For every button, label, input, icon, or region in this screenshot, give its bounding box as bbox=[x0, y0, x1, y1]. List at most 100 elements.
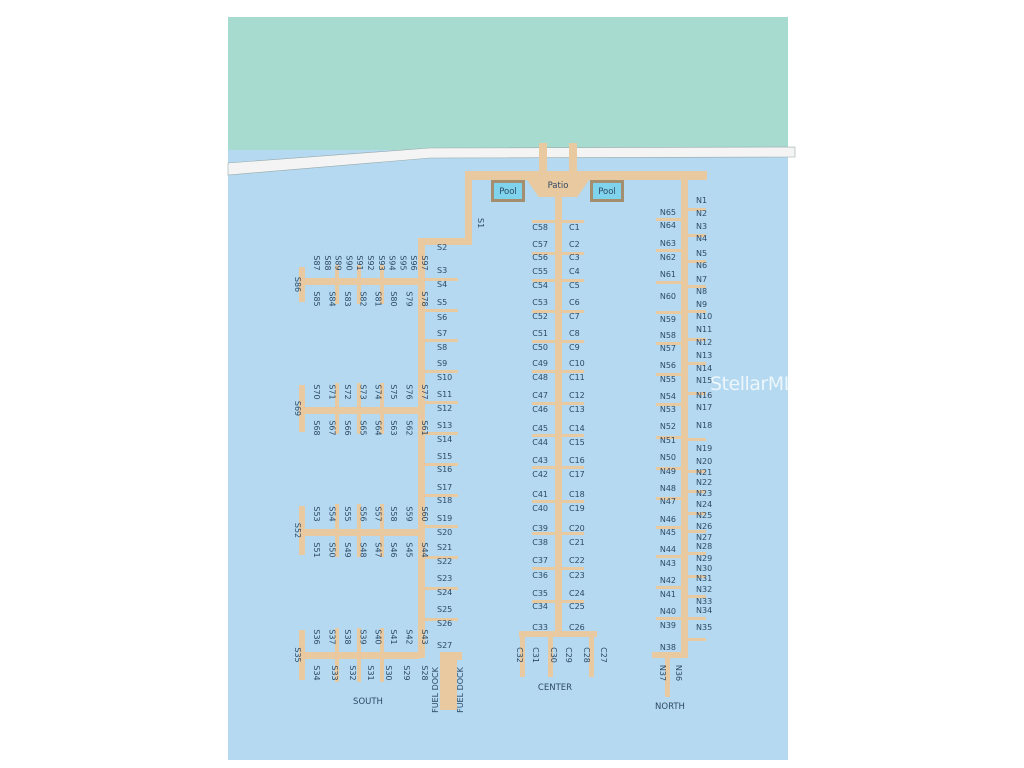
slip-N37: N37 bbox=[658, 665, 667, 681]
north-right-finger bbox=[688, 208, 706, 211]
south-finger-post bbox=[335, 265, 339, 304]
slip-S57: S57 bbox=[374, 506, 383, 521]
fuel-dock-label: FUEL DOCK bbox=[456, 666, 465, 713]
slip-N19: N19 bbox=[696, 444, 712, 453]
north-right-finger bbox=[688, 490, 706, 493]
slip-N44: N44 bbox=[660, 545, 676, 554]
slip-N59: N59 bbox=[660, 315, 676, 324]
slip-N20: N20 bbox=[696, 457, 712, 466]
slip-S21: S21 bbox=[437, 543, 452, 552]
slip-C41: C41 bbox=[532, 490, 548, 499]
slip-S18: S18 bbox=[437, 496, 452, 505]
slip-C55: C55 bbox=[532, 267, 548, 276]
slip-S33: S33 bbox=[330, 665, 339, 680]
slip-C22: C22 bbox=[569, 556, 585, 565]
pool-left-label: Pool bbox=[499, 187, 517, 197]
center-finger bbox=[532, 567, 584, 570]
slip-S34: S34 bbox=[312, 665, 321, 680]
slip-S64: S64 bbox=[374, 420, 383, 435]
center-finger bbox=[532, 402, 584, 405]
slip-S16: S16 bbox=[437, 465, 452, 474]
north-right-finger bbox=[688, 552, 706, 555]
slip-S12: S12 bbox=[437, 404, 452, 413]
slip-N18: N18 bbox=[696, 421, 712, 430]
slip-N35: N35 bbox=[696, 623, 712, 632]
slip-N62: N62 bbox=[660, 253, 676, 262]
slip-N9: N9 bbox=[696, 300, 707, 309]
slip-S91: S91 bbox=[355, 255, 364, 270]
south-arm-4-end bbox=[299, 630, 305, 680]
watermark: StellarMLS bbox=[710, 373, 805, 395]
slip-N48: N48 bbox=[660, 484, 676, 493]
slip-C24: C24 bbox=[569, 589, 585, 598]
slip-N15: N15 bbox=[696, 376, 712, 385]
slip-S82: S82 bbox=[358, 291, 367, 306]
slip-S77: S77 bbox=[420, 384, 429, 399]
slip-N64: N64 bbox=[660, 221, 676, 230]
slip-S50: S50 bbox=[327, 542, 336, 557]
slip-C45: C45 bbox=[532, 424, 548, 433]
seawall bbox=[227, 146, 796, 176]
slip-N43: N43 bbox=[660, 559, 676, 568]
slip-C23: C23 bbox=[569, 571, 585, 580]
slip-S25: S25 bbox=[437, 605, 452, 614]
south-finger-post bbox=[380, 383, 384, 434]
slip-S31: S31 bbox=[366, 665, 375, 680]
north-left-finger bbox=[656, 249, 681, 252]
slip-S70: S70 bbox=[312, 384, 321, 399]
slip-S3: S3 bbox=[437, 266, 447, 275]
slip-S7: S7 bbox=[437, 329, 447, 338]
slip-N47: N47 bbox=[660, 497, 676, 506]
center-finger bbox=[532, 340, 584, 343]
slip-N13: N13 bbox=[696, 351, 712, 360]
slip-S54: S54 bbox=[327, 506, 336, 521]
slip-N50: N50 bbox=[660, 453, 676, 462]
slip-C27: C27 bbox=[599, 647, 608, 663]
slip-N8: N8 bbox=[696, 287, 707, 296]
slip-S29: S29 bbox=[402, 665, 411, 680]
slip-S62: S62 bbox=[405, 420, 414, 435]
slip-S60: S60 bbox=[420, 506, 429, 521]
slip-N25: N25 bbox=[696, 511, 712, 520]
slip-S24: S24 bbox=[437, 588, 452, 597]
slip-S85: S85 bbox=[312, 291, 321, 306]
slip-N29: N29 bbox=[696, 554, 712, 563]
slip-S81: S81 bbox=[374, 291, 383, 306]
south-finger bbox=[425, 370, 458, 373]
slip-C51: C51 bbox=[532, 329, 548, 338]
slip-N45: N45 bbox=[660, 528, 676, 537]
north-left-finger bbox=[656, 497, 681, 500]
slip-C37: C37 bbox=[532, 556, 548, 565]
slip-N32: N32 bbox=[696, 585, 712, 594]
slip-S73: S73 bbox=[358, 384, 367, 399]
slip-C18: C18 bbox=[569, 490, 585, 499]
slip-C29: C29 bbox=[564, 647, 573, 663]
center-finger bbox=[532, 532, 584, 535]
slip-S90: S90 bbox=[344, 255, 353, 270]
north-left-finger bbox=[656, 342, 681, 345]
north-right-finger bbox=[688, 338, 706, 341]
land-area bbox=[228, 17, 788, 167]
slip-N40: N40 bbox=[660, 607, 676, 616]
center-finger bbox=[532, 500, 584, 503]
slip-N16: N16 bbox=[696, 391, 712, 400]
slip-S14: S14 bbox=[437, 435, 452, 444]
slip-N4: N4 bbox=[696, 234, 707, 243]
slip-C58: C58 bbox=[532, 223, 548, 232]
slip-N27: N27 bbox=[696, 533, 712, 542]
slip-N42: N42 bbox=[660, 576, 676, 585]
slip-S79: S79 bbox=[405, 291, 414, 306]
south-finger-post bbox=[380, 628, 384, 682]
slip-S88: S88 bbox=[323, 255, 332, 270]
north-right-finger bbox=[688, 438, 706, 441]
slip-S44: S44 bbox=[420, 542, 429, 557]
slip-S53: S53 bbox=[312, 506, 321, 521]
slip-S19: S19 bbox=[437, 514, 452, 523]
center-bottom-finger bbox=[520, 631, 525, 677]
south-finger-post bbox=[357, 383, 361, 434]
center-bottom-dock bbox=[519, 631, 597, 637]
slip-N39: N39 bbox=[660, 621, 676, 630]
section-south-label: SOUTH bbox=[353, 697, 383, 707]
slip-C38: C38 bbox=[532, 538, 548, 547]
